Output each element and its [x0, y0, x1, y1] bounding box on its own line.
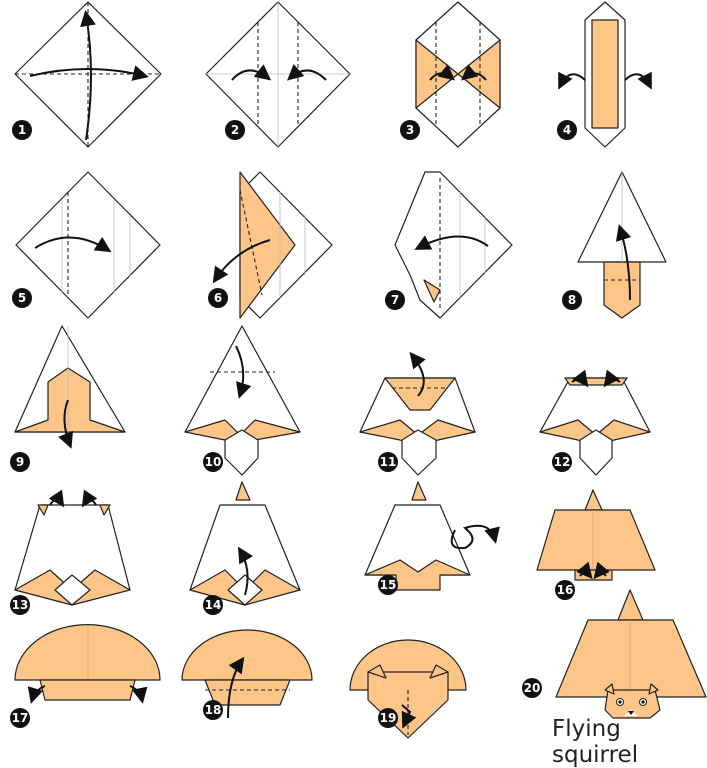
step-number-13: 13 — [10, 595, 30, 615]
step-3-figure — [415, 1, 501, 148]
step-number-16: 16 — [555, 580, 575, 600]
step-19-figure — [349, 639, 467, 739]
step-10-figure — [184, 325, 301, 476]
step-15-figure — [364, 481, 500, 591]
step-18-figure — [181, 629, 313, 719]
step-11-figure — [359, 351, 476, 476]
diagram-title: Flying squirrel — [552, 716, 639, 768]
step-number-12: 12 — [552, 452, 572, 472]
step-number-7: 7 — [385, 290, 405, 310]
step-number-9: 9 — [10, 452, 30, 472]
step-17-figure — [14, 624, 161, 704]
step-number-15: 15 — [378, 575, 398, 595]
step-number-4: 4 — [557, 120, 577, 140]
step-number-8: 8 — [562, 290, 582, 310]
step-16-figure — [536, 489, 656, 581]
step-8-figure — [577, 171, 667, 319]
step-5-figure — [15, 171, 161, 319]
step-20-figure — [555, 589, 707, 719]
step-number-17: 17 — [10, 708, 30, 728]
step-4-figure — [558, 1, 652, 148]
step-7-figure — [394, 171, 513, 319]
step-number-18: 18 — [203, 700, 223, 720]
step-number-2: 2 — [225, 120, 245, 140]
step-number-19: 19 — [378, 708, 398, 728]
step-2-figure — [205, 1, 351, 148]
step-number-11: 11 — [378, 452, 398, 472]
step-number-14: 14 — [203, 595, 223, 615]
step-6-figure — [212, 171, 333, 319]
step-number-3: 3 — [400, 120, 420, 140]
step-14-figure — [189, 481, 301, 606]
step-number-6: 6 — [208, 288, 228, 308]
step-number-10: 10 — [203, 452, 223, 472]
step-13-figure — [14, 489, 131, 606]
step-number-5: 5 — [12, 288, 32, 308]
step-9-figure — [14, 325, 126, 449]
step-number-20: 20 — [522, 678, 542, 698]
diagram-canvas — [14, 1, 707, 739]
step-12-figure — [539, 369, 651, 476]
step-number-1: 1 — [12, 120, 32, 140]
step-1-figure — [14, 1, 162, 148]
